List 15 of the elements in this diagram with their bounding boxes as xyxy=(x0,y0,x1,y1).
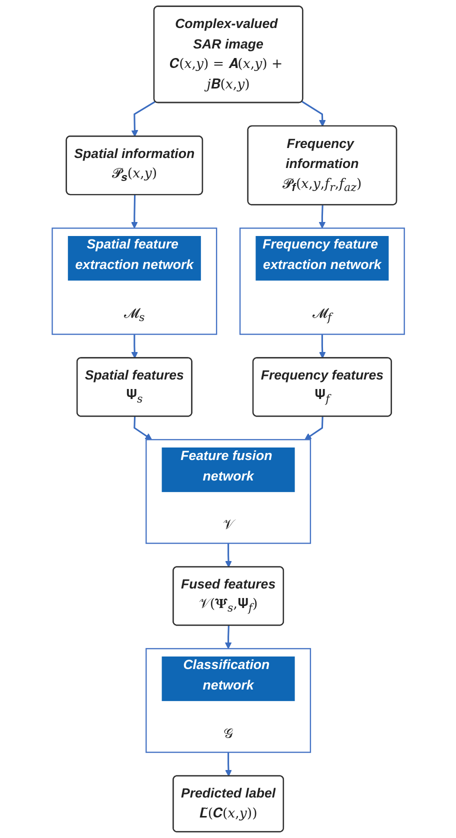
arrow xyxy=(224,543,232,568)
arrow xyxy=(130,100,156,137)
node-box xyxy=(51,228,217,335)
arrow xyxy=(224,752,232,776)
arrow xyxy=(224,626,232,649)
arrow xyxy=(318,334,326,358)
arrow xyxy=(130,194,138,228)
node-box xyxy=(145,439,311,544)
node-box xyxy=(239,228,405,335)
arrow xyxy=(133,416,152,440)
arrow xyxy=(130,334,138,358)
arrow xyxy=(304,416,324,440)
arrow xyxy=(318,205,326,228)
arrow xyxy=(301,100,326,127)
node-box xyxy=(145,648,311,753)
